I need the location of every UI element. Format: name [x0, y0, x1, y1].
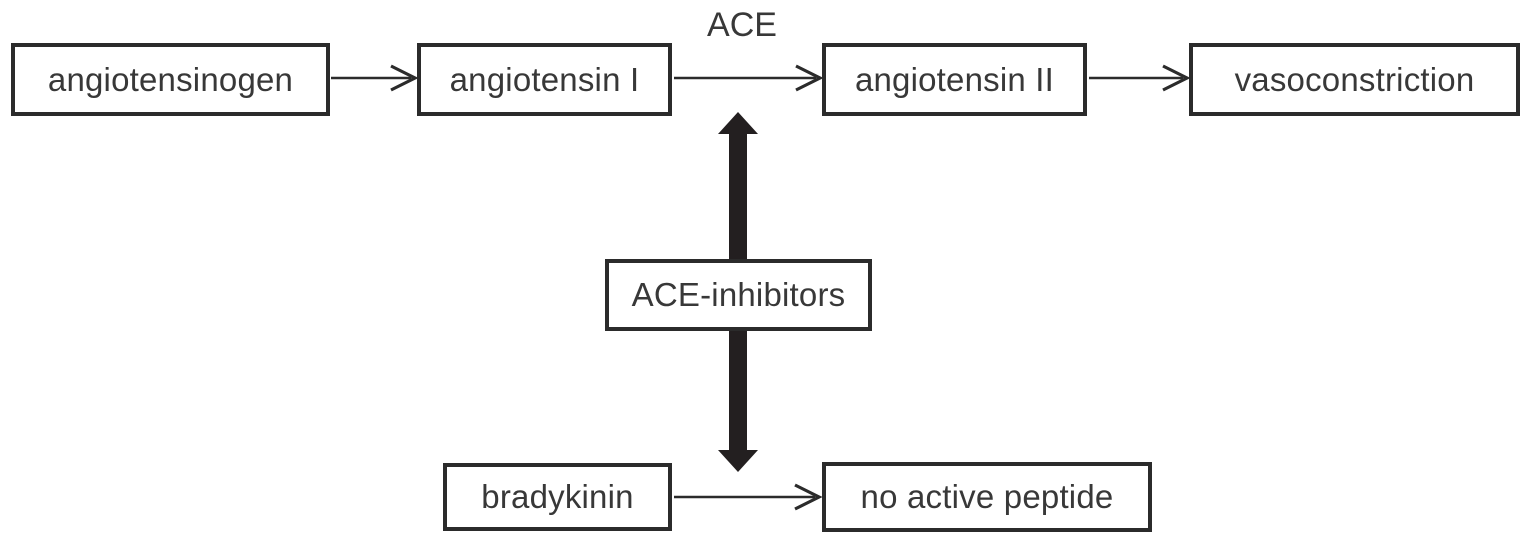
ace-enzyme-label: ACE [707, 6, 777, 44]
arrow-angiotensin-i-to-angiotensin-ii [674, 64, 824, 92]
node-vasoconstriction: vasoconstriction [1189, 43, 1520, 116]
node-angiotensin-i: angiotensin I [417, 43, 672, 116]
node-bradykinin-label: bradykinin [481, 478, 634, 515]
node-ace-inhibitors-label: ACE-inhibitors [631, 276, 846, 313]
arrow-angiotensinogen-to-angiotensin-i [331, 64, 419, 92]
node-angiotensinogen: angiotensinogen [11, 43, 330, 116]
block-arrow-up-icon [718, 112, 758, 260]
node-ace-inhibitors: ACE-inhibitors [605, 259, 872, 331]
block-arrow-down-icon [718, 330, 758, 472]
node-bradykinin: bradykinin [443, 463, 672, 531]
node-angiotensin-i-label: angiotensin I [449, 60, 640, 98]
node-no-active-peptide-label: no active peptide [860, 478, 1114, 515]
node-angiotensin-ii-label: angiotensin II [854, 60, 1055, 98]
arrow-angiotensin-ii-to-vasoconstriction [1089, 64, 1191, 92]
node-angiotensinogen-label: angiotensinogen [47, 60, 294, 98]
node-vasoconstriction-label: vasoconstriction [1234, 60, 1475, 98]
node-no-active-peptide: no active peptide [822, 462, 1152, 532]
arrow-bradykinin-to-no-active-peptide [674, 483, 823, 511]
node-angiotensin-ii: angiotensin II [822, 43, 1087, 116]
